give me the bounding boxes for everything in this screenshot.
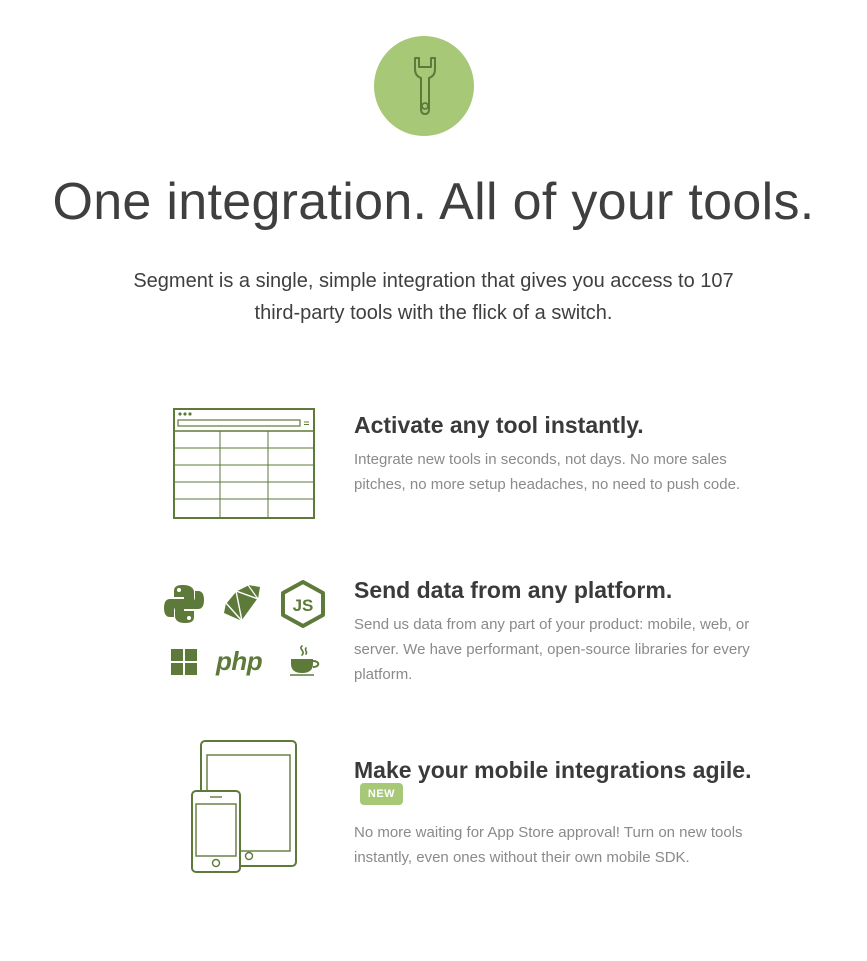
nodejs-icon: JS — [281, 580, 325, 628]
nodejs-text: JS — [293, 596, 314, 615]
feature-desc-activate: Integrate new tools in seconds, not days… — [354, 451, 741, 493]
page-title: One integration. All of your tools. — [52, 173, 815, 231]
new-badge: NEW — [360, 783, 403, 805]
php-icon: php — [216, 646, 263, 676]
java-icon — [290, 645, 320, 676]
feature-title-platform: Send data from any platform. — [354, 577, 673, 603]
feature-title-activate: Activate any tool instantly. — [354, 412, 644, 438]
windows-icon — [171, 649, 197, 675]
feature-title-mobile: Make your mobile integrations agile. — [354, 757, 752, 783]
feature-desc-platform: Send us data from any part of your produ… — [354, 616, 750, 683]
platform-logos-icon: JS php — [160, 580, 330, 680]
page-subtitle: Segment is a single, simple integration … — [133, 270, 734, 324]
mobile-devices-icon — [191, 740, 297, 873]
python-icon — [164, 585, 204, 623]
wrench-icon-circle — [374, 36, 474, 136]
ruby-icon — [224, 584, 260, 623]
feature-desc-mobile: No more waiting for App Store approval! … — [354, 824, 743, 866]
dashboard-table-icon — [173, 408, 315, 519]
wrench-icon — [414, 57, 436, 115]
